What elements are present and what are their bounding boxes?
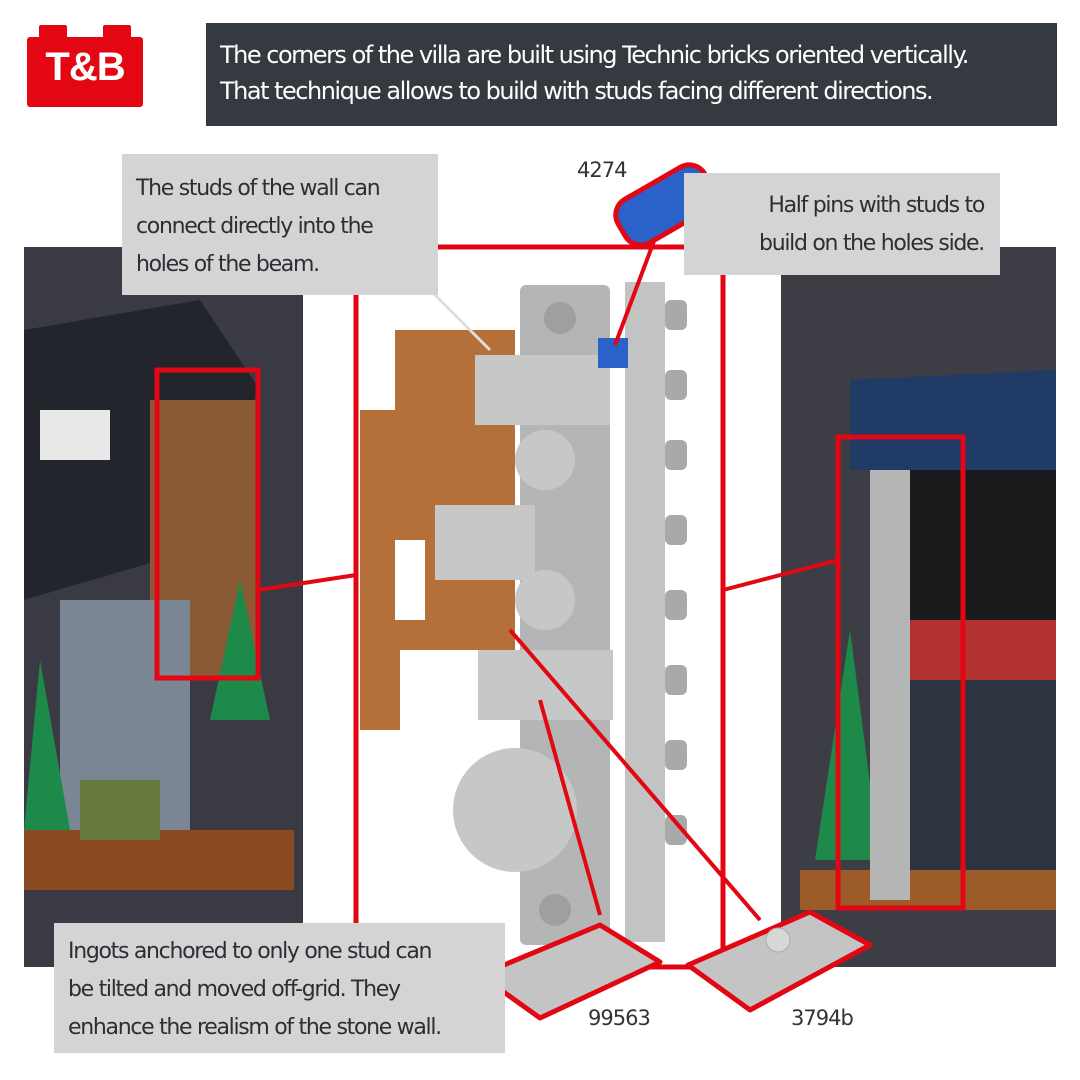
callout-text: enhance the realism of the stone wall. [68,1015,442,1040]
header-line-2: That technique allows to build with stud… [220,77,934,105]
callout-text: build on the holes side. [759,231,985,256]
left-photo-cabin [24,247,303,967]
callout-text: connect directly into the [136,214,374,239]
center-detail-photo [353,244,726,970]
jumper-plate-part-icon [685,909,873,1013]
ingot-part-icon [477,922,663,1021]
part-number-4274: 4274 [577,158,627,182]
part-number-99563: 99563 [588,1006,651,1030]
callout-half-pins: Half pins with studs to build on the hol… [684,173,1000,275]
callout-text: Ingots anchored to only one stud can [68,939,432,964]
callout-text: Half pins with studs to [768,193,985,218]
callout-wall-studs: The studs of the wall can connect direct… [122,154,438,295]
callout-text: The studs of the wall can [136,176,381,201]
callout-text: holes of the beam. [136,252,320,277]
highlight-box-left [154,367,261,681]
right-photo-villa [781,247,1056,967]
callout-ingots: Ingots anchored to only one stud can be … [54,923,505,1053]
header-line-1: The corners of the villa are built using… [220,41,969,69]
callout-text: be tilted and moved off-grid. They [68,977,401,1002]
tb-logo: T&B [27,25,143,107]
part-number-3794b: 3794b [791,1006,854,1030]
header-banner: The corners of the villa are built using… [206,23,1057,126]
highlight-box-right [835,434,966,911]
